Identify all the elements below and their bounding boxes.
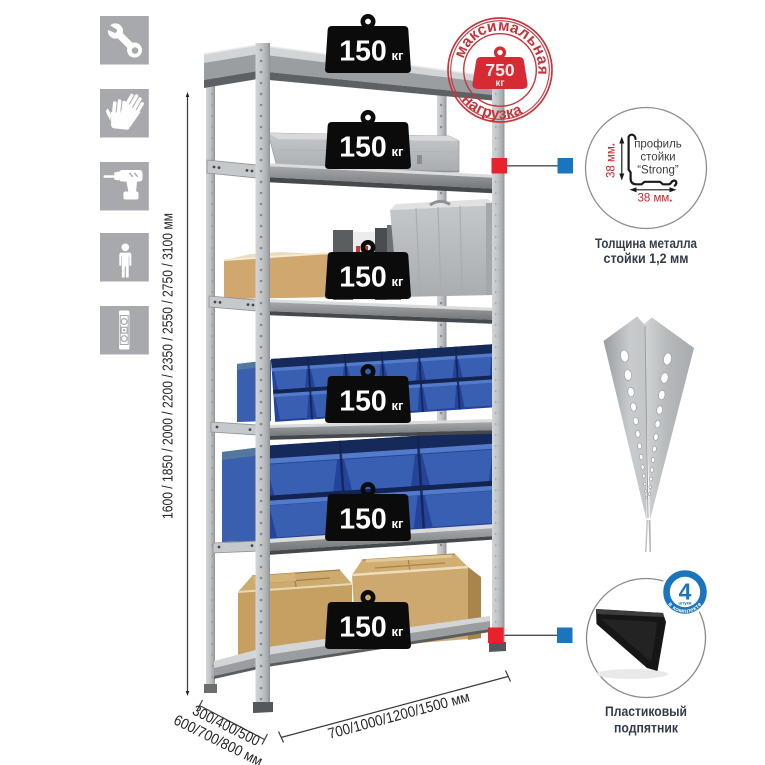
svg-text:“Strong”: “Strong” xyxy=(637,165,679,177)
svg-text:38 мм.: 38 мм. xyxy=(606,143,618,178)
svg-text:1600 / 1850 / 2000 / 2200 / 23: 1600 / 1850 / 2000 / 2200 / 2350 / 2550 … xyxy=(161,213,177,519)
svg-text:профиль: профиль xyxy=(634,139,682,151)
svg-text:стойки: стойки xyxy=(640,152,675,164)
svg-text:700/1000/1200/1500 мм: 700/1000/1200/1500 мм xyxy=(326,689,471,743)
svg-text:стойки 1,2 мм: стойки 1,2 мм xyxy=(604,250,689,266)
svg-text:150: 150 xyxy=(339,36,387,68)
svg-text:кг: кг xyxy=(392,48,405,63)
svg-text:штуки: штуки xyxy=(679,601,692,606)
svg-text:кг: кг xyxy=(495,78,504,89)
svg-text:Пластиковый: Пластиковый xyxy=(605,703,687,719)
svg-text:38 мм.: 38 мм. xyxy=(637,193,672,205)
svg-text:подпятник: подпятник xyxy=(614,720,679,736)
svg-text:4: 4 xyxy=(679,579,692,605)
svg-text:Толщина металла: Толщина металла xyxy=(595,235,697,251)
svg-text:750: 750 xyxy=(485,60,514,80)
